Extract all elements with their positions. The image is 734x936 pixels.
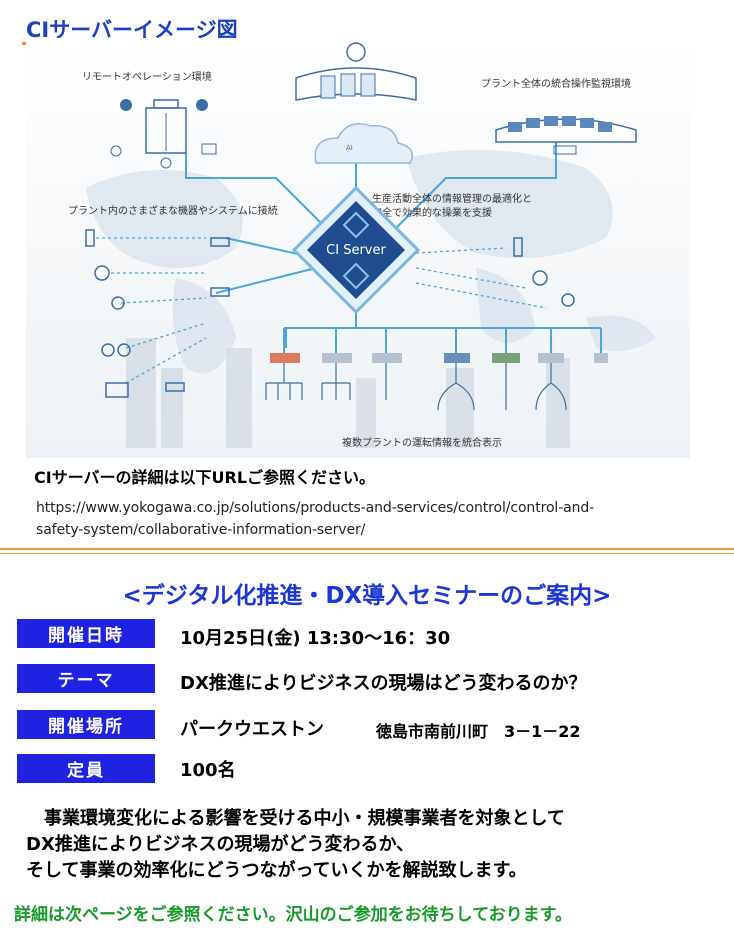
- right-device-icons: [513, 237, 575, 307]
- seminar-title: <デジタル化推進・DX導入セミナーのご案内>: [122, 583, 612, 609]
- description-line-2: DX推進によりビジネスの現場がどう変わるか、: [26, 834, 415, 855]
- url-heading: CIサーバーの詳細は以下URLご参照ください。: [34, 468, 376, 487]
- url-link-line-1[interactable]: https://www.yokogawa.co.jp/solutions/pro…: [36, 500, 595, 516]
- label-optimize-1: 生産活動全体の情報管理の最適化と: [372, 192, 532, 205]
- label-capacity: 定員: [17, 754, 155, 783]
- value-date: 10月25日(金) 13:30～16：30: [180, 628, 451, 649]
- description-line-3: そして事業の効率化にどうつながっていくかを解説致します。: [26, 860, 527, 881]
- divider-top: [0, 548, 734, 550]
- plant-monitor-icon: [495, 116, 637, 155]
- ai-cloud-icon: AI: [314, 123, 413, 164]
- label-devices: プラント内のさまざまな機器やシステムに接続: [68, 204, 278, 217]
- label-remote: リモートオペレーション環境: [82, 70, 212, 83]
- divider-bottom: [0, 553, 734, 554]
- footer-note: 詳細は次ページをご参照ください。沢山のご参加をお待ちしております。: [14, 905, 572, 925]
- value-venue-address: 徳島市南前川町 3－1－22: [376, 722, 581, 741]
- controller-row: [270, 353, 608, 363]
- value-theme: DX推進によりビジネスの現場はどう変わるのか？: [180, 673, 587, 694]
- label-multi-plant: 複数プラントの運転情報を統合表示: [342, 436, 502, 449]
- label-theme: テーマ: [17, 664, 155, 693]
- svg-text:CI Server: CI Server: [326, 243, 386, 258]
- label-venue: 開催場所: [17, 710, 155, 739]
- ci-server-diagram: リモートオペレーション環境 AI プラント全体の統合操作監視環境: [26, 38, 690, 458]
- field-device-tree: [265, 363, 567, 411]
- ci-server-icon: CI Server: [291, 185, 421, 315]
- value-capacity: 100名: [180, 760, 236, 781]
- device-dotted-lines: [96, 237, 547, 384]
- remote-operation-icons: [110, 99, 217, 169]
- top-control-room-icon: [295, 42, 417, 101]
- label-date: 開催日時: [17, 619, 155, 648]
- url-link-line-2[interactable]: safety-system/collaborative-information-…: [36, 522, 366, 538]
- label-optimize-2: 安全で効果的な操業を支援: [372, 206, 492, 219]
- label-plant-monitor: プラント全体の統合操作監視環境: [481, 77, 631, 90]
- description-line-1: 事業環境変化による影響を受ける中小・規模事業者を対象として: [26, 808, 565, 829]
- svg-text:AI: AI: [346, 144, 353, 152]
- left-device-icons: [85, 229, 230, 398]
- value-venue: パークウエストン: [180, 719, 324, 740]
